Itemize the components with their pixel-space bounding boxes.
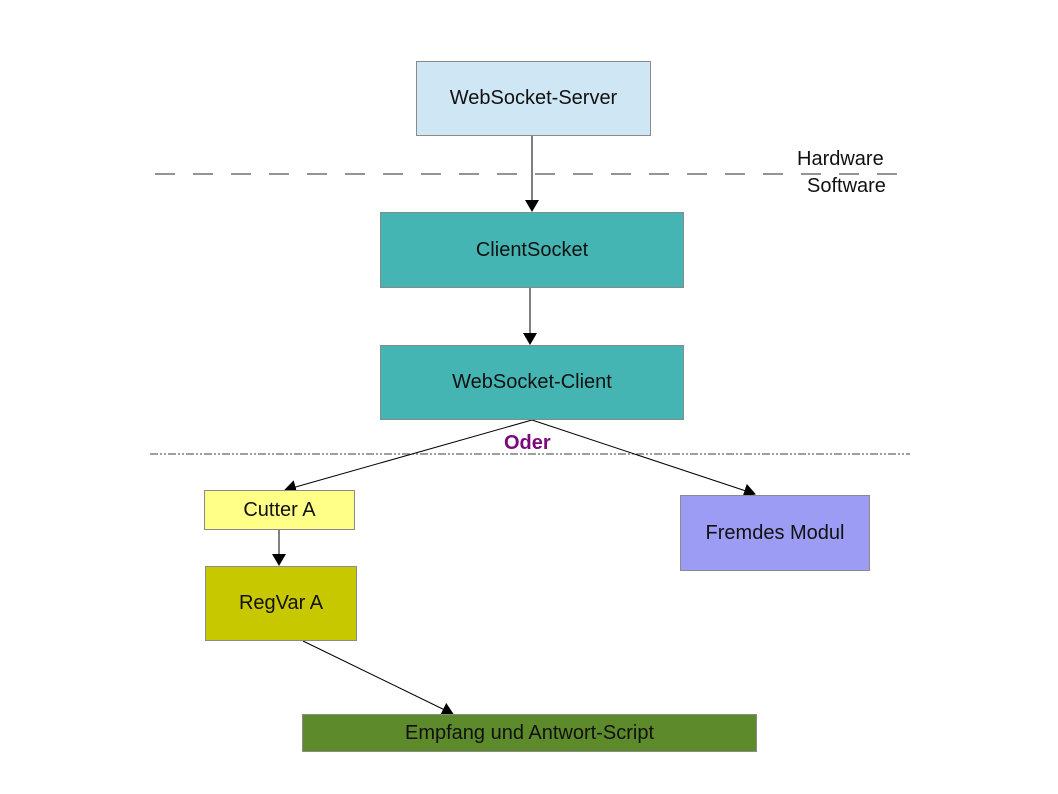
websocket-client-label: WebSocket-Client	[452, 371, 612, 393]
cutter-a-node: Cutter A	[204, 490, 355, 530]
client-socket-label: ClientSocket	[475, 238, 589, 261]
edge-websocketclient-to-fremdes	[531, 419, 756, 498]
oder-label: Oder	[504, 432, 551, 454]
websocket-server-node: WebSocket-Server	[416, 61, 651, 136]
regvar-a-label: RegVar A	[238, 592, 324, 614]
client-socket-node: ClientSocket	[380, 212, 684, 288]
empfang-script-node: Empfang und Antwort-Script	[302, 714, 757, 752]
fremdes-modul-label: Fremdes Modul	[705, 521, 845, 544]
empfang-script-label: Empfang und Antwort-Script	[404, 721, 654, 744]
edge-regvar-to-script	[302, 640, 454, 716]
edge-websocketclient-to-cutter	[284, 419, 533, 494]
websocket-client-node: WebSocket-Client	[380, 345, 684, 420]
cutter-a-label: Cutter A	[243, 498, 316, 521]
software-label: Software	[807, 175, 886, 197]
websocket-server-label: WebSocket-Server	[449, 87, 618, 109]
regvar-a-node: RegVar A	[205, 566, 357, 641]
hardware-label: Hardware	[797, 148, 884, 170]
fremdes-modul-node: Fremdes Modul	[680, 495, 870, 571]
